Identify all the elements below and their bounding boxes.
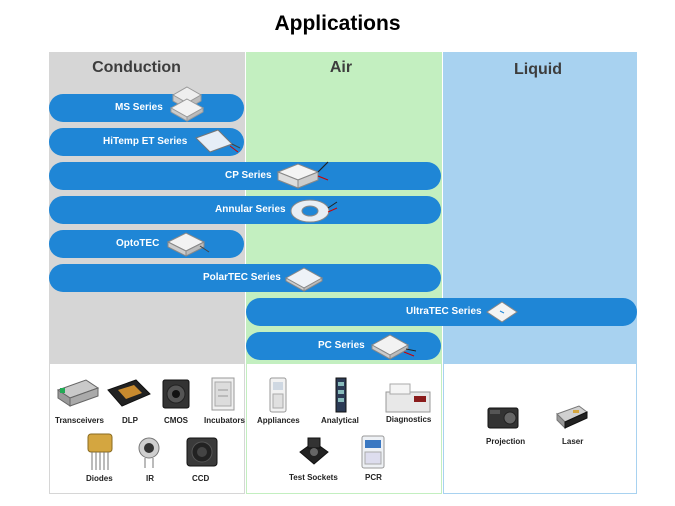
polartec-series-label: PolarTEC Series — [203, 272, 281, 283]
ms-series-bar: MS Series — [49, 94, 244, 122]
projector-icon — [487, 407, 519, 429]
appliances-label: Appliances — [257, 416, 300, 425]
ccd-camera-icon — [186, 437, 218, 467]
annular-module-icon — [290, 199, 338, 223]
ultratec-series-label: UltraTEC Series — [406, 306, 482, 317]
diagnostics-label: Diagnostics — [386, 415, 432, 424]
optotec-bar: OptoTEC — [49, 230, 244, 258]
hitemp-et-series-label: HiTemp ET Series — [103, 136, 188, 147]
ir-sensor-icon — [138, 437, 160, 468]
pc-series-label: PC Series — [318, 340, 365, 351]
page-title: Applications — [274, 12, 401, 35]
cp-series-label: CP Series — [225, 170, 272, 181]
pcr-label: PCR — [365, 473, 382, 482]
appliance-icon — [269, 377, 287, 413]
projection-label: Projection — [486, 437, 526, 446]
pc-series-module-icon — [370, 334, 417, 360]
liquid-heading: Liquid — [514, 61, 562, 78]
analytical-label: Analytical — [321, 416, 359, 425]
transceivers-label: Transceivers — [55, 416, 104, 425]
annular-series-label: Annular Series — [215, 204, 286, 215]
laser-label: Laser — [562, 437, 584, 446]
dlp-label: DLP — [122, 416, 138, 425]
ms-series-module-icon — [169, 86, 205, 122]
test-sockets-label: Test Sockets — [289, 473, 338, 482]
cmos-camera-icon — [162, 379, 190, 409]
analytical-instrument-icon — [335, 377, 347, 413]
test-socket-icon — [299, 437, 329, 465]
ccd-label: CCD — [192, 474, 210, 483]
cp-series-module-icon — [276, 161, 329, 189]
ir-label: IR — [146, 474, 154, 483]
incubators-label: Incubators — [204, 416, 245, 425]
air-heading: Air — [329, 59, 353, 76]
cmos-label: CMOS — [164, 416, 188, 425]
diodes-label: Diodes — [86, 474, 113, 483]
conduction-heading: Conduction — [92, 59, 181, 76]
diode-icon — [87, 433, 113, 470]
ultratec-module-icon — [486, 301, 518, 323]
optotec-module-icon — [166, 232, 210, 257]
polartec-module-icon — [284, 267, 324, 292]
laser-device-icon — [556, 405, 588, 430]
incubator-icon — [211, 377, 235, 411]
diagnostics-analyzer-icon — [385, 383, 431, 413]
cp-series-bar: CP Series — [49, 162, 441, 190]
liquid-applications-panel — [443, 363, 637, 494]
optotec-label: OptoTEC — [116, 238, 160, 249]
pc-series-bar: PC Series — [246, 332, 441, 360]
ultratec-series-bar: UltraTEC Series — [246, 298, 637, 326]
polartec-series-bar: PolarTEC Series — [49, 264, 441, 292]
transceiver-icon — [56, 379, 100, 407]
ms-series-label: MS Series — [115, 102, 163, 113]
pcr-machine-icon — [361, 435, 385, 469]
dlp-icon — [107, 379, 151, 407]
annular-series-bar: Annular Series — [49, 196, 441, 224]
hitemp-module-icon — [195, 129, 241, 153]
